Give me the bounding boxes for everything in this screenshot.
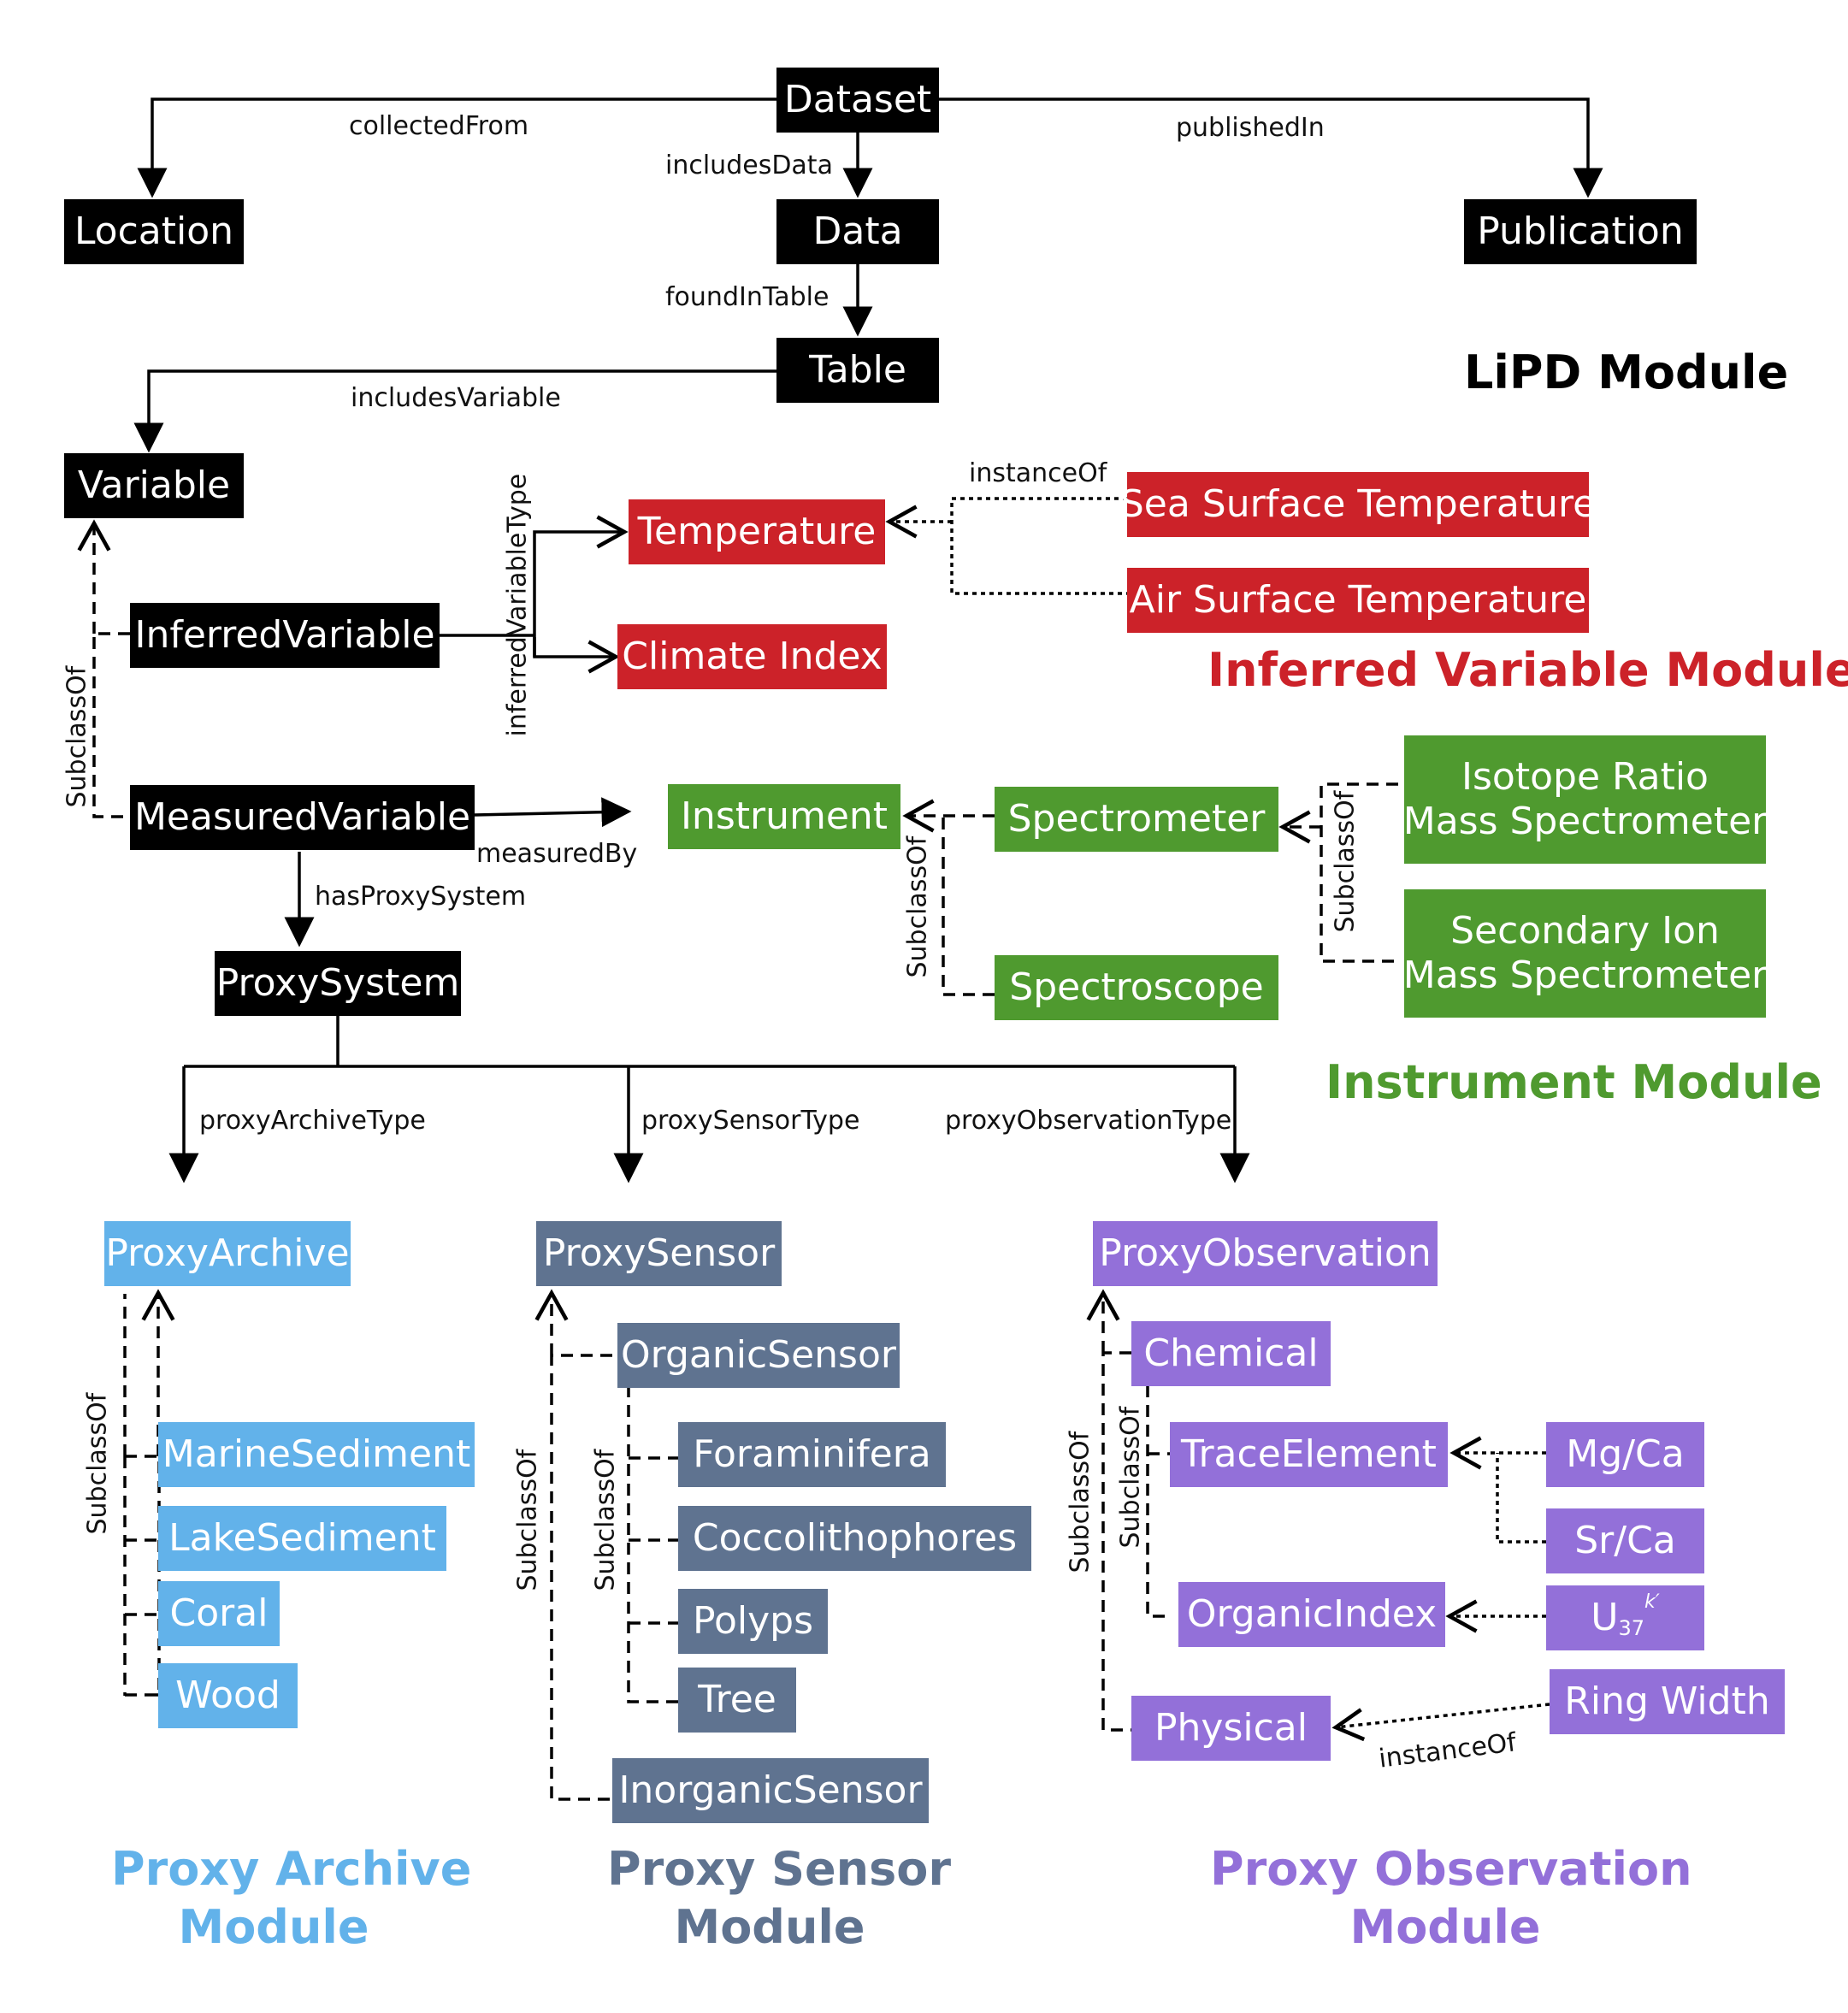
edge-subclass-organic-sensor — [627, 1385, 678, 1703]
label-subclass-of-instrument: SubclassOf — [902, 835, 933, 978]
secondary-ion-line1: Secondary Ion — [1450, 909, 1720, 953]
node-secondary-ion-mass-spectrometer: Secondary Ion Mass Spectrometer — [1402, 889, 1768, 1018]
isotope-ratio-line1: Isotope Ratio — [1461, 755, 1709, 800]
label-subclass-of-variable: SubclassOf — [62, 665, 92, 808]
node-mg-ca: Mg/Ca — [1546, 1422, 1704, 1487]
label-subclass-of-sensor: SubclassOf — [512, 1449, 543, 1591]
uk37-base: U — [1591, 1596, 1619, 1640]
isotope-ratio-line2: Mass Spectrometer — [1402, 800, 1768, 843]
node-organic-sensor: OrganicSensor — [617, 1323, 900, 1388]
node-isotope-ratio-mass-spectrometer: Isotope Ratio Mass Spectrometer — [1402, 735, 1768, 864]
node-proxy-system: ProxySystem — [215, 951, 461, 1016]
label-subclass-of-chemical: SubclassOf — [1115, 1406, 1146, 1549]
node-coral: Coral — [158, 1581, 280, 1646]
node-air-surface-temperature: Air Surface Temperature — [1127, 568, 1589, 633]
node-data: Data — [776, 199, 939, 264]
proxy-sensor-title-line2: Module — [674, 1899, 865, 1954]
node-marine-sediment: MarineSediment — [158, 1422, 475, 1487]
node-tree: Tree — [678, 1668, 796, 1733]
edge-to-temperature — [533, 515, 629, 657]
proxy-archive-title-line1: Proxy Archive — [111, 1842, 472, 1896]
edge-subclass-archive-rungs — [123, 1294, 161, 1697]
node-polyps: Polyps — [678, 1589, 828, 1654]
label-subclass-of-archive: SubclassOf — [82, 1392, 113, 1535]
edge-subclass-chemical — [1146, 1385, 1170, 1618]
node-chemical: Chemical — [1131, 1321, 1331, 1386]
node-publication: Publication — [1464, 199, 1697, 264]
edge-includes-variable — [133, 369, 776, 453]
node-table: Table — [776, 338, 939, 403]
label-includes-data: includesData — [665, 151, 833, 180]
module-title-instrument: Instrument Module — [1325, 1055, 1822, 1109]
module-title-proxy-observation: Proxy Observation Module — [1210, 1840, 1692, 1956]
node-sr-ca: Sr/Ca — [1546, 1508, 1704, 1573]
label-subclass-of-observation: SubclassOf — [1065, 1431, 1095, 1573]
module-title-proxy-archive: Proxy Archive Module — [111, 1840, 472, 1956]
label-collected-from: collectedFrom — [349, 111, 529, 141]
node-proxy-sensor: ProxySensor — [536, 1221, 782, 1286]
node-dataset: Dataset — [776, 68, 939, 133]
edge-subclass-spectrometer — [1283, 782, 1398, 963]
module-title-proxy-sensor: Proxy Sensor Module — [607, 1840, 951, 1956]
edge-instance-of-top — [889, 499, 1127, 595]
edge-subclass-variable — [94, 523, 130, 818]
label-proxy-archive-type: proxyArchiveType — [199, 1106, 426, 1136]
label-instance-of-top: instanceOf — [969, 458, 1107, 488]
module-title-lipd: LiPD Module — [1464, 345, 1789, 399]
edge-published-in — [939, 97, 1603, 198]
label-found-in-table: foundInTable — [665, 282, 830, 312]
proxy-observation-title-line2: Module — [1349, 1899, 1541, 1954]
edge-to-climate-index — [533, 637, 620, 674]
node-spectrometer: Spectrometer — [995, 787, 1278, 852]
label-proxy-observation-type: proxyObservationType — [945, 1106, 1232, 1136]
label-proxy-sensor-type: proxySensorType — [641, 1106, 860, 1136]
node-foraminifera: Foraminifera — [678, 1422, 946, 1487]
node-measured-variable: MeasuredVariable — [130, 785, 475, 850]
node-proxy-observation: ProxyObservation — [1093, 1221, 1438, 1286]
label-subclass-of-organic-sensor: SubclassOf — [590, 1449, 621, 1591]
node-physical: Physical — [1131, 1696, 1331, 1761]
secondary-ion-line2: Mass Spectrometer — [1402, 953, 1768, 997]
edge-subclass-observation — [1103, 1293, 1131, 1732]
label-inferred-variable-type: inferredVariableType — [502, 473, 533, 737]
node-sea-surface-temperature: Sea Surface Temperature — [1120, 472, 1596, 537]
node-proxy-archive: ProxyArchive — [104, 1221, 351, 1286]
node-coccolithophores: Coccolithophores — [678, 1506, 1031, 1571]
node-trace-element: TraceElement — [1170, 1422, 1448, 1487]
uk37-subscript: 37 — [1618, 1615, 1644, 1640]
node-spectroscope: Spectroscope — [995, 955, 1278, 1020]
node-lake-sediment: LakeSediment — [158, 1506, 446, 1571]
node-climate-index: Climate Index — [617, 624, 887, 689]
uk37-superscript: k′ — [1644, 1591, 1660, 1614]
module-title-inferred-variable: Inferred Variable Module — [1207, 643, 1848, 697]
edge-instance-of-ring-width — [1331, 1703, 1550, 1742]
edge-subclass-sensor — [552, 1293, 612, 1801]
proxy-observation-title-line1: Proxy Observation — [1210, 1842, 1692, 1896]
node-variable: Variable — [64, 453, 244, 518]
label-published-in: publishedIn — [1176, 113, 1325, 143]
label-measured-by: measuredBy — [476, 839, 638, 869]
proxy-sensor-title-line1: Proxy Sensor — [607, 1842, 951, 1896]
edge-measured-by — [474, 797, 632, 828]
node-wood: Wood — [158, 1663, 298, 1728]
label-includes-variable: includesVariable — [351, 383, 561, 413]
label-subclass-of-spectrometer: SubclassOf — [1330, 790, 1361, 933]
edge-collected-from — [137, 97, 776, 198]
proxy-archive-title-line2: Module — [178, 1899, 369, 1954]
label-has-proxy-system: hasProxySystem — [315, 882, 527, 912]
edge-proxy-system-trunk — [184, 1016, 1235, 1068]
edge-subclass-instrument-lower — [942, 816, 995, 996]
node-location: Location — [64, 199, 244, 264]
node-inorganic-sensor: InorganicSensor — [612, 1758, 929, 1823]
node-organic-index: OrganicIndex — [1178, 1582, 1445, 1647]
node-instrument: Instrument — [668, 784, 900, 849]
node-ring-width: Ring Width — [1550, 1669, 1785, 1734]
node-inferred-variable: InferredVariable — [130, 603, 440, 668]
node-temperature: Temperature — [629, 499, 885, 564]
edge-instance-of-srca — [1496, 1453, 1546, 1544]
